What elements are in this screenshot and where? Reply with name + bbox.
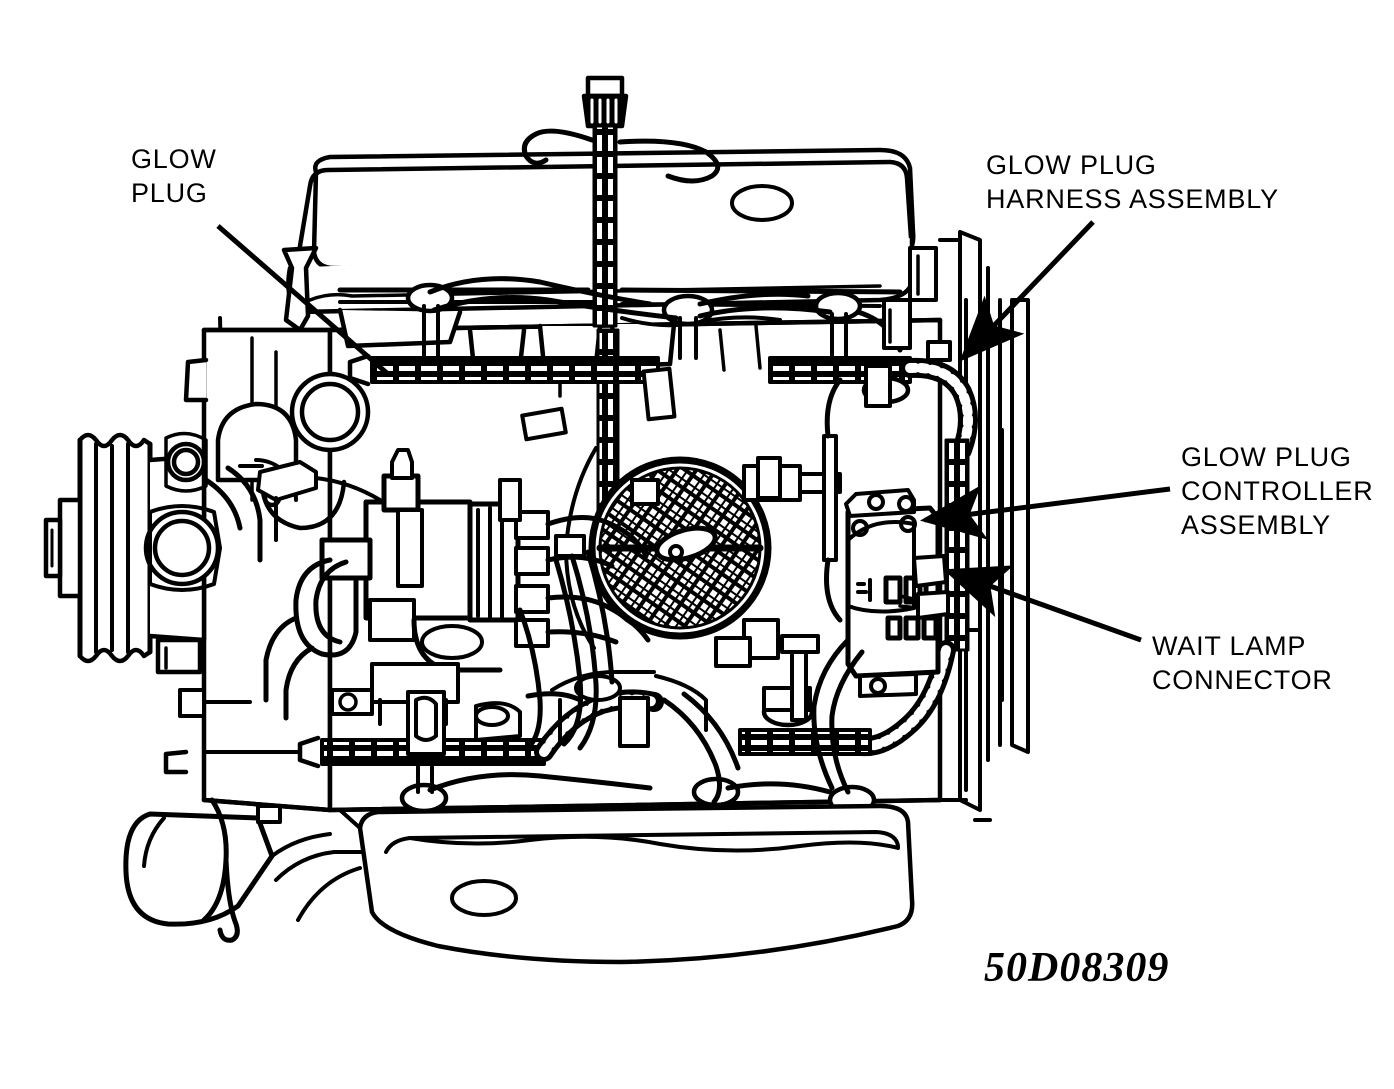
leader-controller [920, 485, 1171, 540]
valve-cover-lower [357, 803, 915, 965]
figure-id-label: 50D08309 [984, 945, 1170, 991]
leader-wait-lamp [943, 565, 1142, 643]
harness-conduit-upper [347, 353, 912, 387]
harness-conduit-vertical [944, 438, 970, 652]
oil-filter [123, 811, 275, 927]
leader-lines [216, 220, 1171, 643]
leader-harness [959, 220, 1095, 362]
callout-wait-lamp-connector: WAIT LAMP CONNECTOR [1152, 631, 1333, 695]
leader-glow-plug [216, 224, 390, 376]
callout-glow-plug-harness-assembly: GLOW PLUG HARNESS ASSEMBLY [986, 150, 1279, 214]
crankshaft-pulley [77, 432, 153, 664]
callout-glow-plug: GLOW PLUG [131, 144, 217, 208]
callout-glow-plug-controller-assembly: GLOW PLUG CONTROLLER ASSEMBLY [1181, 442, 1374, 540]
